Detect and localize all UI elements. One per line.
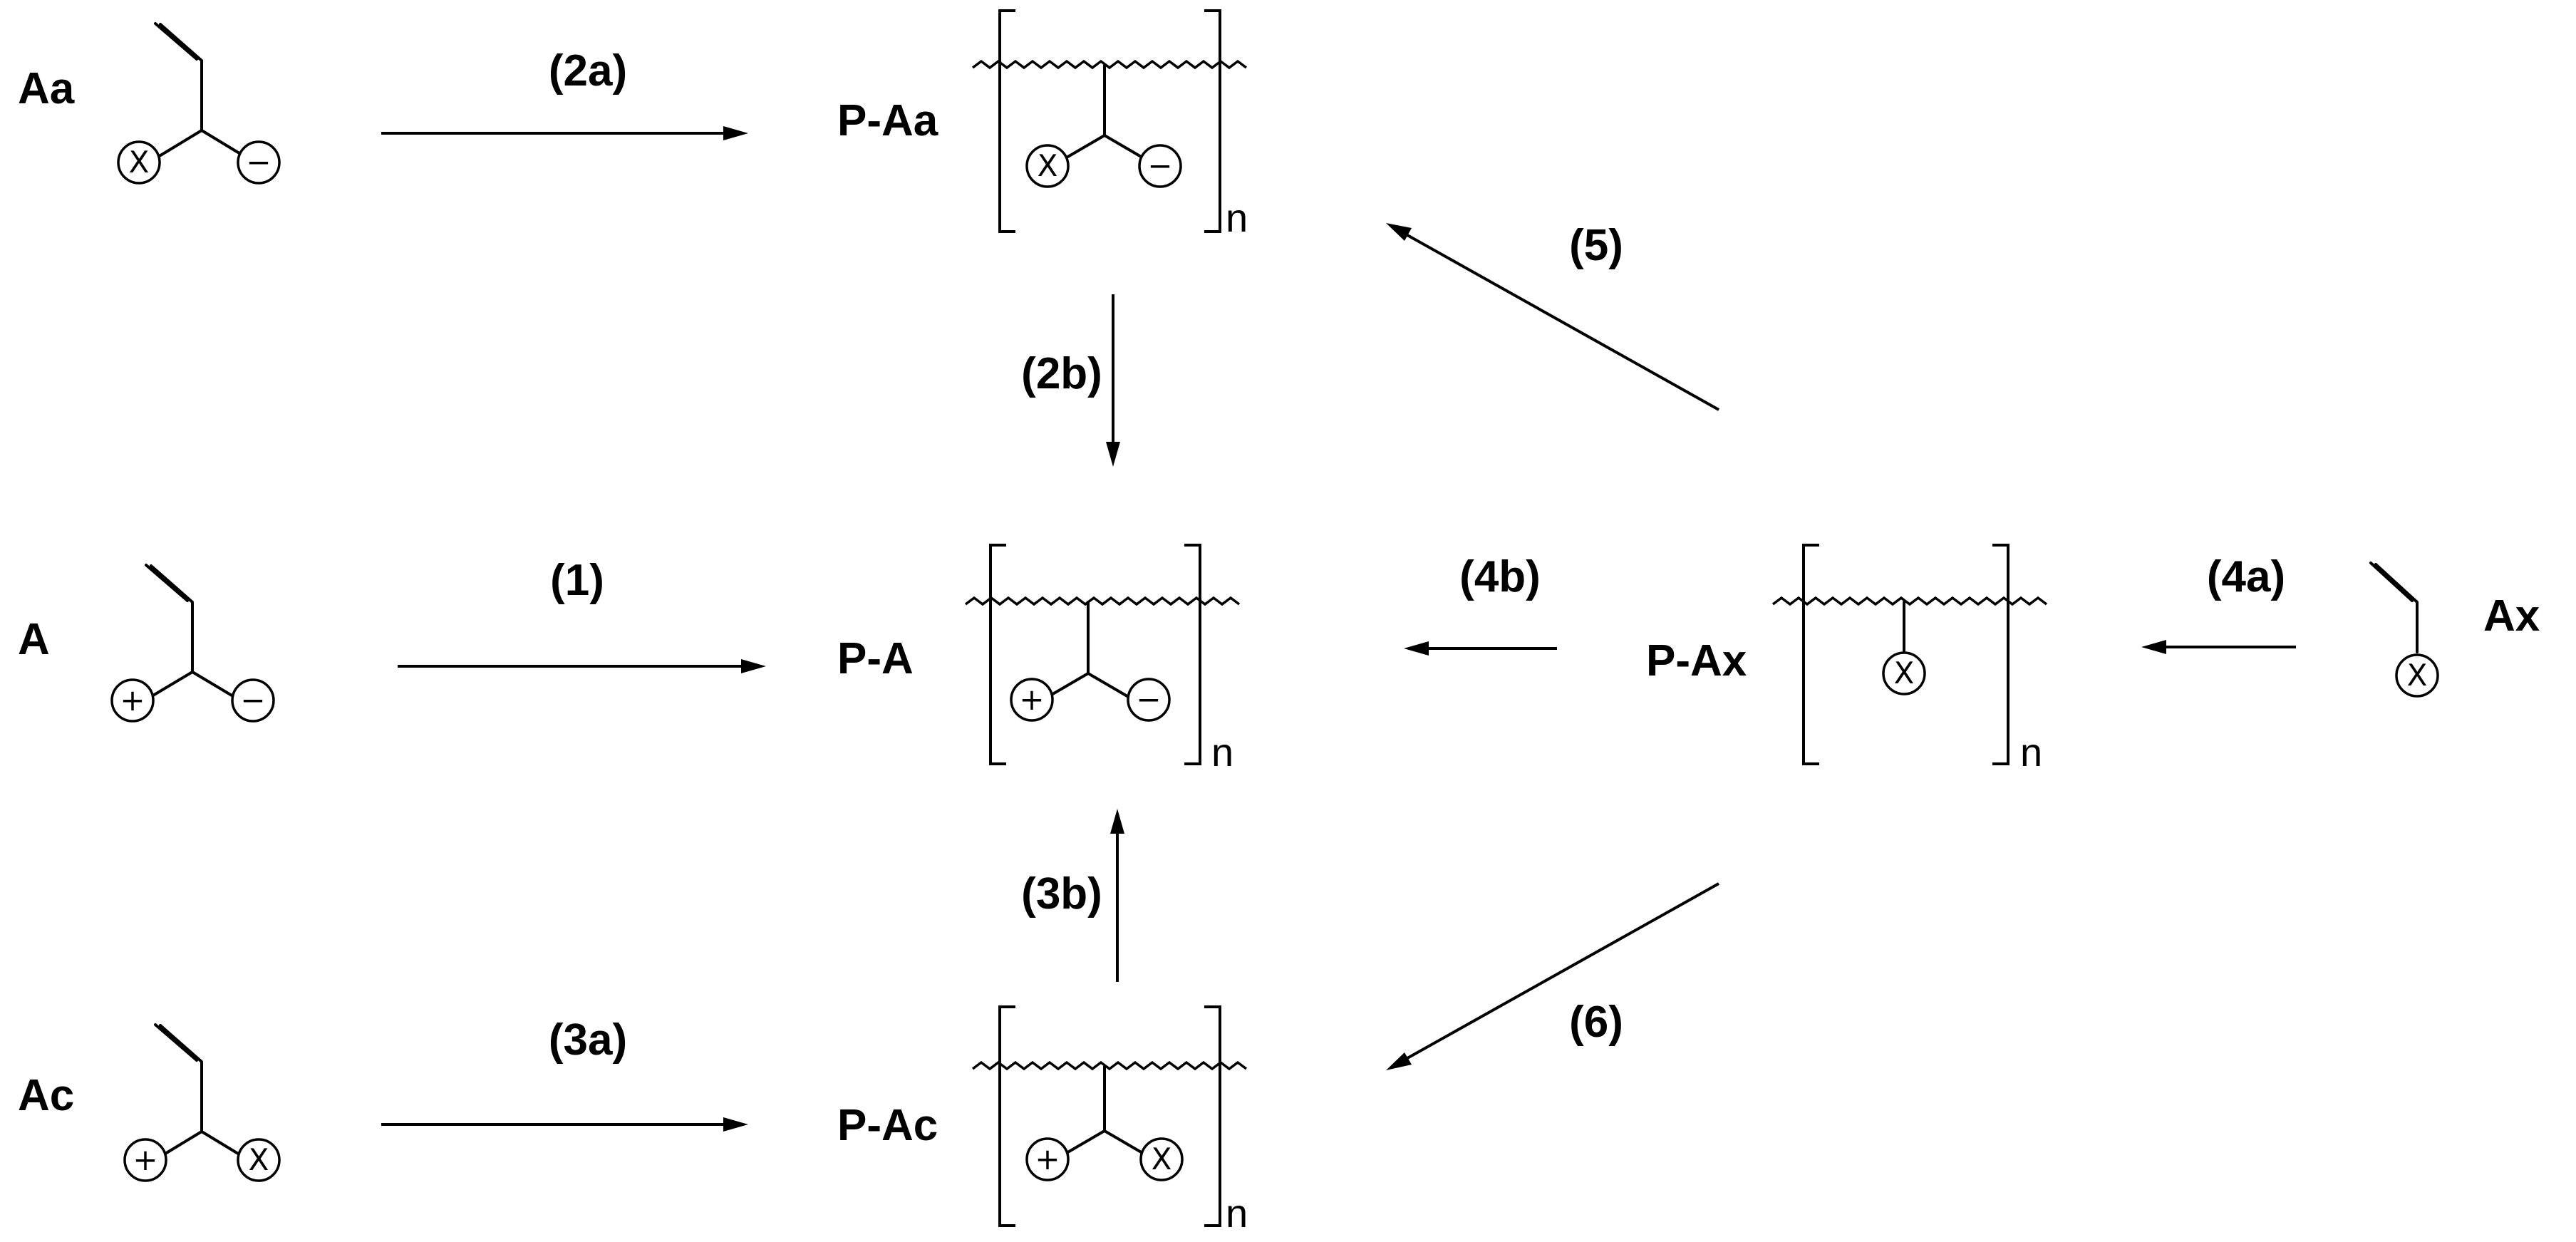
polymer-p-ax-label: P-Ax [1646,636,1747,685]
polymer-p-a-repeat: n [1211,730,1233,775]
polymer-p-ax-repeat: n [2020,730,2042,775]
polymer-p-aa-left-group: X [1038,148,1058,183]
arrow-1 [398,659,766,673]
monomer-a-label: A [18,615,50,664]
polymer-p-ac-label: P-Ac [837,1101,938,1150]
reaction-label-3a: (3a) [549,1015,627,1065]
arrow-2b [1106,294,1120,467]
monomer-a-right-group: − [240,683,265,718]
arrow-4b [1404,641,1557,656]
polymer-p-ac-repeat: n [1226,1191,1248,1236]
cation-circle [1010,678,1054,722]
monomer-ax: Ax X [2369,562,2540,698]
cation-circle [123,1138,167,1182]
substituent-x-circle [1025,144,1070,188]
polymer-p-ax-group: X [1894,656,1915,690]
arrow-4a [2141,640,2296,654]
polymer-p-aa: P-Aa X − n [837,9,1248,240]
monomer-ac: Ac + X [18,1023,281,1182]
monomer-aa-label: Aa [18,64,75,113]
anion-circle [1138,144,1182,188]
monomer-ac-right-group: X [249,1142,269,1177]
reaction-label-5: (5) [1569,221,1623,270]
monomer-ac-left-group: + [133,1142,157,1177]
arrow-5 [1386,223,1719,411]
polymer-p-ac-right-group: X [1152,1142,1172,1176]
anion-circle [231,678,275,723]
monomer-ax-group: X [2407,658,2428,693]
substituent-x-circle [2395,653,2439,698]
monomer-aa-right-group: − [246,145,271,180]
arrow-3a [381,1117,748,1132]
substituent-x-circle [117,140,161,185]
polymer-p-ax: P-Ax X n [1646,544,2048,775]
monomer-aa: Aa X − [18,22,281,185]
polymer-p-ac: P-Ac + X n [837,1005,1248,1236]
reaction-label-2b: (2b) [1021,349,1102,398]
monomer-ac-label: Ac [18,1071,74,1120]
reaction-label-4a: (4a) [2207,552,2285,601]
polymer-p-aa-right-group: − [1147,148,1172,183]
reaction-label-3b: (3b) [1021,869,1102,918]
reaction-label-6: (6) [1569,998,1623,1047]
polymer-p-aa-repeat: n [1226,195,1248,240]
polymer-p-a: P-A + − n [837,544,1241,775]
monomer-a-left-group: + [120,683,145,718]
reaction-label-1: (1) [550,556,604,605]
anion-circle [237,140,281,185]
polymer-p-a-left-group: + [1019,682,1044,717]
arrow-2a [381,126,748,140]
monomer-a: A + − [18,564,275,723]
substituent-x-circle [1882,651,1926,695]
polymer-p-a-label: P-A [837,634,914,683]
polymer-p-aa-label: P-Aa [837,96,938,145]
substituent-x-circle [1139,1137,1184,1181]
cation-circle [1025,1137,1070,1181]
polymer-p-a-right-group: − [1136,682,1161,717]
arrow-6 [1386,882,1719,1070]
monomer-ax-label: Ax [2483,591,2540,641]
substituent-x-circle [237,1138,281,1182]
polymer-p-ac-left-group: + [1035,1142,1060,1176]
reaction-label-2a: (2a) [549,46,627,95]
anion-circle [1127,678,1171,722]
cation-circle [110,678,155,723]
reaction-label-4b: (4b) [1459,552,1541,601]
monomer-aa-left-group: X [129,145,150,180]
arrow-3b [1110,809,1124,982]
